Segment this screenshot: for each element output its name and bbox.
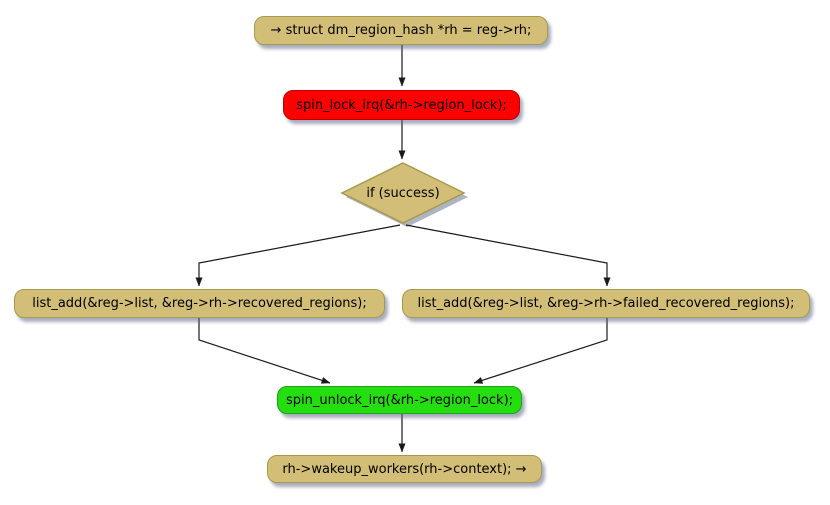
activity-node-list-add-failed-recovered: list_add(&reg->list, &reg->rh->failed_re… [402,289,810,318]
decision-diamond-shape [340,162,466,224]
edge-recovered-to-unlock [198,318,331,384]
activity-node-start: → struct dm_region_hash *rh = reg->rh; [254,16,548,45]
edge-if-to-recovered [195,224,401,287]
edge-failed-recovered-to-unlock [473,318,608,384]
activity-node-spin-lock: spin_lock_irq(&rh->region_lock); [283,90,520,120]
activity-node-spin-unlock: spin_unlock_irq(&rh->region_lock); [277,386,522,414]
activity-node-list-add-recovered: list_add(&reg->list, &reg->rh->recovered… [14,289,385,318]
activity-node-wakeup-workers: rh->wakeup_workers(rh->context); → [267,455,542,483]
edge-if-to-failed-recovered [405,224,611,287]
